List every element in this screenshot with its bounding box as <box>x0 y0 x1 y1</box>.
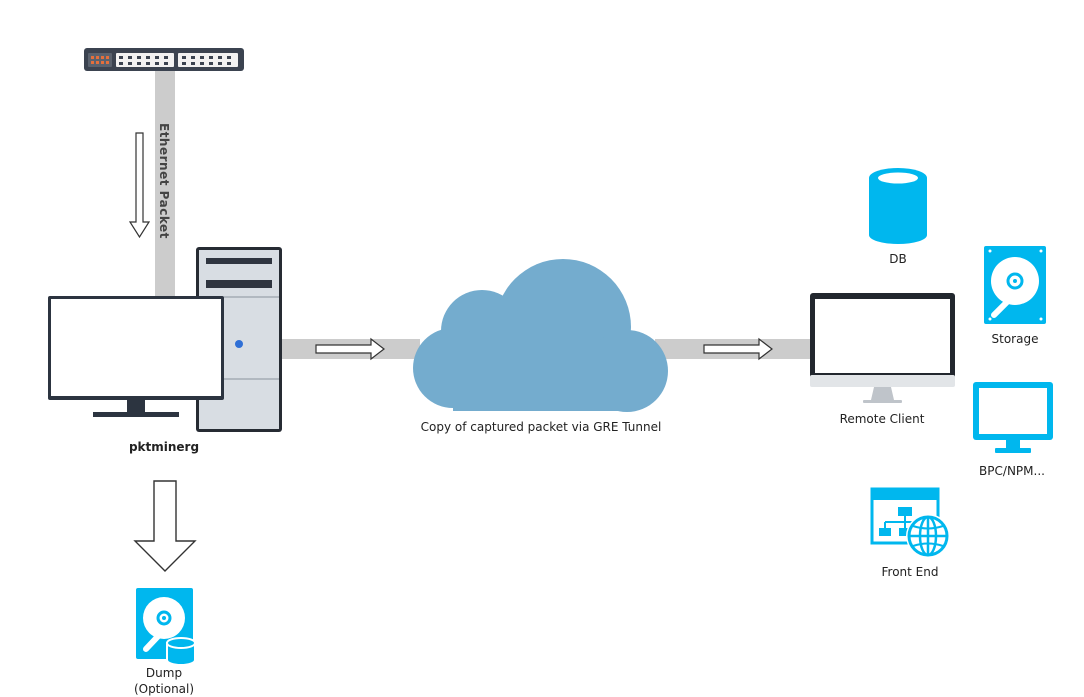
network-switch-icon <box>84 48 244 71</box>
down-arrow-icon <box>133 480 197 572</box>
front-end-label: Front End <box>882 565 939 579</box>
cloud-icon <box>413 259 668 412</box>
dump-label: Dump <box>146 666 182 680</box>
ethernet-packet-label: Ethernet Packet <box>157 123 171 239</box>
monitor-icon <box>48 296 224 417</box>
right-arrow-icon <box>703 337 773 361</box>
dump-optional-label: (Optional) <box>134 682 194 696</box>
desktop-computer-icon <box>810 293 955 403</box>
storage-label: Storage <box>992 332 1039 346</box>
hard-disk-icon <box>984 246 1046 324</box>
ethernet-link <box>155 68 175 300</box>
down-arrow-icon <box>128 132 151 239</box>
pktminerg-label: pktminerg <box>129 440 199 454</box>
web-sitemap-icon <box>870 487 950 558</box>
database-icon <box>869 168 927 244</box>
hard-disk-database-icon <box>136 588 196 666</box>
monitor-icon <box>973 382 1053 453</box>
bpc-label: BPC/NPM... <box>979 464 1045 478</box>
db-label: DB <box>889 252 906 266</box>
cloud-label: Copy of captured packet via GRE Tunnel <box>421 420 662 434</box>
right-arrow-icon <box>315 337 385 361</box>
remote-client-label: Remote Client <box>840 412 925 426</box>
